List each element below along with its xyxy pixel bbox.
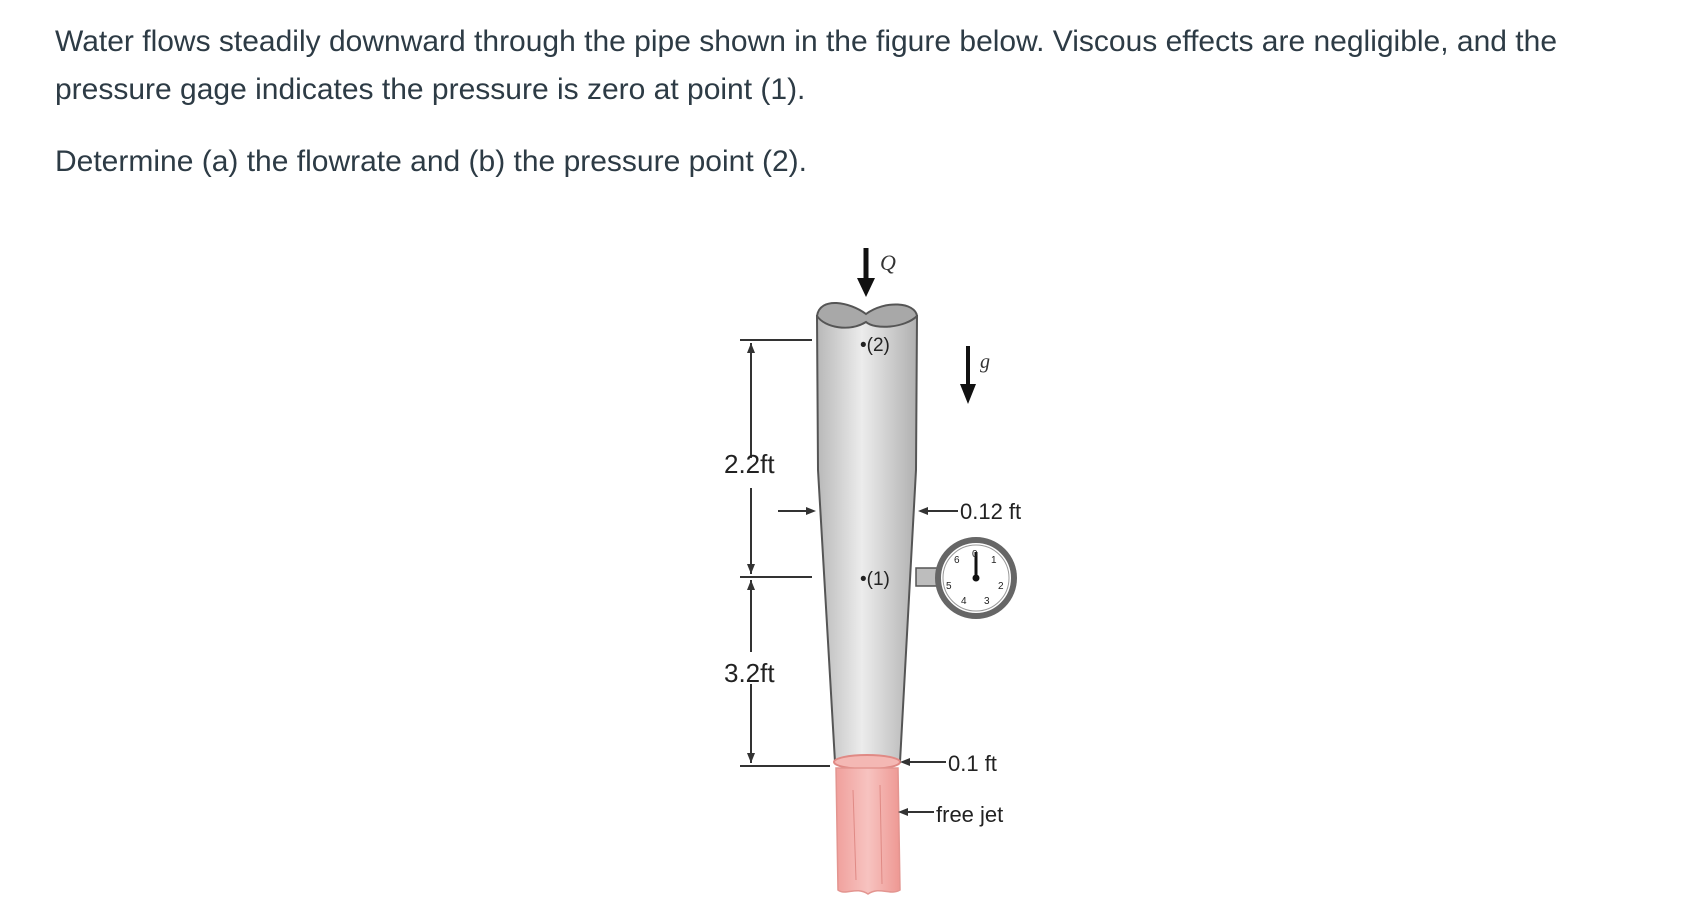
dimension-upper-label: 2.2ft — [724, 449, 775, 479]
point-1-label: •(1) — [860, 569, 890, 590]
diameter-outlet-label: 0.1 ft — [948, 751, 997, 776]
gauge-number-4: 4 — [961, 596, 967, 607]
pipe-top-opening — [815, 301, 919, 329]
gauge-number-0: 0 — [972, 549, 978, 560]
flow-arrow — [857, 248, 875, 297]
pressure-gauge: 6 0 1 2 3 4 5 — [915, 537, 1017, 619]
dimension-lower-label: 3.2ft — [724, 658, 775, 688]
pipe-body — [815, 315, 919, 763]
point-2-label: •(2) — [860, 335, 890, 356]
dimension-arrowheads — [747, 343, 928, 816]
gauge-number-6: 6 — [954, 555, 960, 566]
problem-task: Determine (a) the flowrate and (b) the p… — [55, 145, 808, 178]
free-jet-label: free jet — [936, 802, 1003, 827]
gauge-number-3: 3 — [984, 596, 990, 607]
problem-statement: Water flows steadily downward through th… — [55, 25, 1558, 106]
gauge-number-2: 2 — [998, 581, 1004, 592]
diameter-upper-label: 0.12 ft — [960, 499, 1021, 524]
pipe-outlet — [833, 754, 901, 770]
gauge-number-5: 5 — [946, 581, 952, 592]
leader-lines — [908, 510, 958, 813]
gauge-number-1: 1 — [991, 555, 997, 566]
dimension-lines — [740, 339, 830, 767]
flow-symbol: Q — [880, 250, 896, 275]
gravity-arrow — [960, 346, 976, 404]
gravity-symbol: g — [980, 351, 990, 373]
free-jet — [835, 767, 901, 895]
question-text: Water flows steadily downward through th… — [55, 18, 1675, 186]
